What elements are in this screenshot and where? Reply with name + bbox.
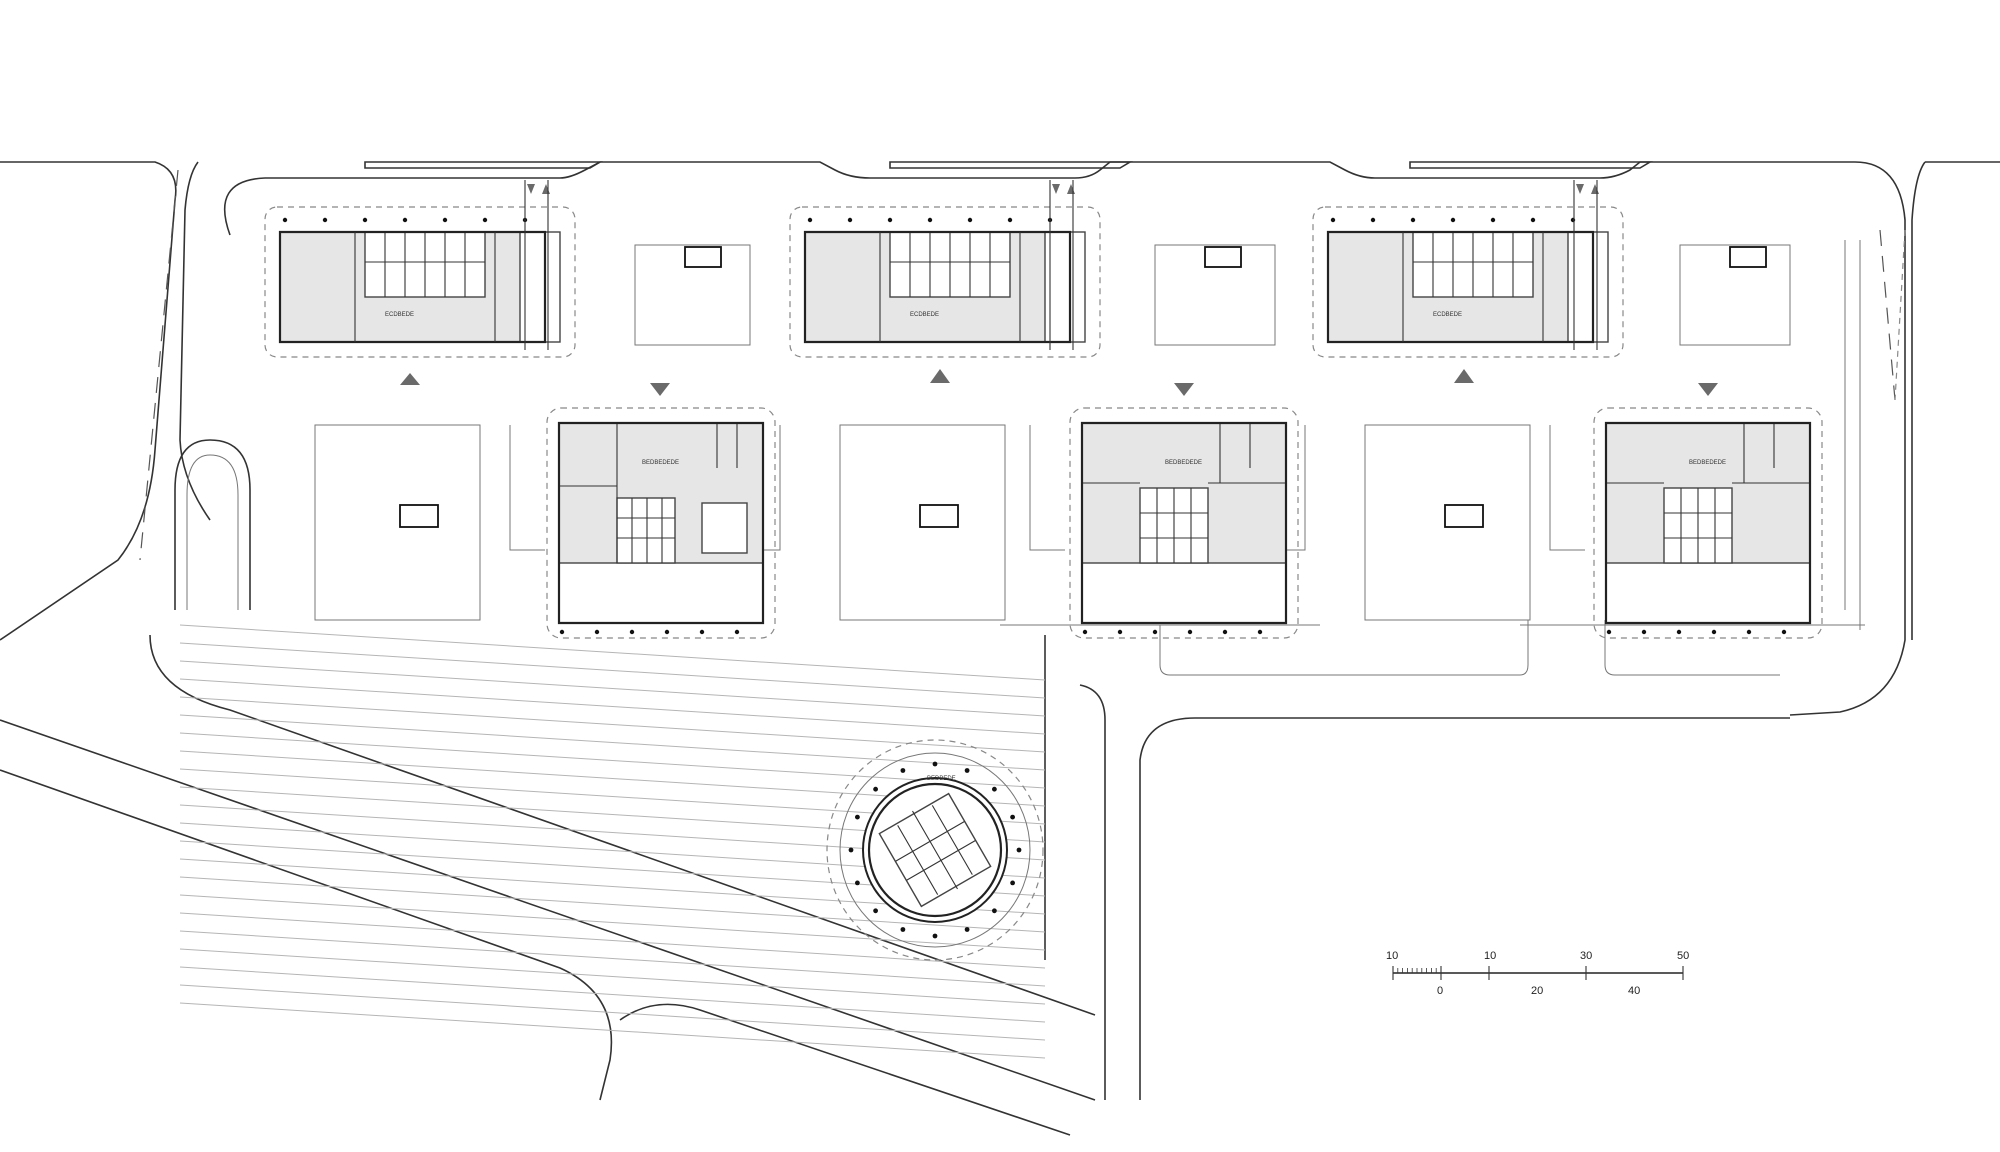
scale-label-bottom-2: 20	[1531, 985, 1543, 997]
tower-column	[855, 880, 860, 886]
north-c-label: ECDBEDE	[1433, 312, 1462, 318]
tower-column	[964, 927, 970, 932]
tower-column	[873, 908, 878, 914]
paving-line	[179, 948, 1046, 1005]
paving-line	[179, 732, 1046, 789]
north-a-label: ECDBEDE	[385, 312, 414, 318]
south-a-label: BEDBEDEDE	[642, 460, 679, 466]
road-network	[0, 161, 2000, 1136]
tower-column	[992, 908, 997, 914]
paving-line	[179, 912, 1046, 969]
paving-line	[179, 966, 1046, 1023]
arrow-up-icon	[1067, 184, 1075, 194]
scale-label-top-2: 10	[1484, 950, 1496, 962]
north-building-a: ECDBEDE	[264, 206, 576, 358]
arrow-down-icon	[527, 184, 535, 194]
tower-column	[1016, 847, 1022, 853]
arrow-up-icon	[930, 369, 950, 383]
arrow-up-icon	[1591, 184, 1599, 194]
paving-line	[179, 624, 1046, 681]
tower-column	[932, 761, 938, 767]
paving-line	[179, 714, 1046, 771]
tower-column	[932, 933, 938, 939]
tower-column	[900, 927, 906, 932]
scale-label-top-1: 10	[1386, 950, 1398, 962]
tower-column	[1010, 814, 1015, 820]
tower-column	[1010, 880, 1015, 886]
scale-label-top-3: 30	[1580, 950, 1592, 962]
north-building-b: ECDBEDE	[789, 206, 1101, 358]
arrow-up-icon	[1454, 369, 1474, 383]
circular-tower: BEDBEDE	[826, 739, 1044, 961]
arrow-up-icon	[542, 184, 550, 194]
paving-line	[179, 1002, 1046, 1059]
north-building-c: ECDBEDE	[1312, 206, 1624, 358]
south-building-c: BEDBEDEDE	[1593, 407, 1823, 639]
arrow-up-icon	[400, 373, 420, 385]
tower-column	[900, 768, 906, 773]
scale-bar: 10 10 30 50 0 20 40	[1386, 950, 1689, 997]
tower-column	[855, 814, 860, 820]
paving-line	[179, 696, 1046, 753]
arrow-down-icon	[1698, 383, 1718, 396]
arrow-down-icon	[1174, 383, 1194, 396]
paving-line	[179, 678, 1046, 735]
scale-label-top-4: 50	[1677, 950, 1689, 962]
paving-line	[179, 876, 1046, 933]
scale-label-bottom-1: 0	[1437, 985, 1443, 997]
south-b-label: BEDBEDEDE	[1165, 460, 1202, 466]
ramps	[524, 180, 1598, 350]
tower-label: BEDBEDE	[927, 776, 956, 782]
tower-column	[992, 786, 997, 792]
arrow-down-icon	[1576, 184, 1584, 194]
tower-column	[873, 786, 878, 792]
south-c-label: BEDBEDEDE	[1689, 460, 1726, 466]
entrance-arrows	[400, 184, 1718, 396]
paving-line	[179, 660, 1046, 717]
south-building-a: BEDBEDEDE	[546, 407, 776, 639]
tower-column	[964, 768, 970, 773]
paving-line	[179, 642, 1046, 699]
open-lots	[314, 240, 1861, 630]
paving-line	[179, 984, 1046, 1041]
north-b-label: ECDBEDE	[910, 312, 939, 318]
arrow-down-icon	[1052, 184, 1060, 194]
south-building-b: BEDBEDEDE	[1069, 407, 1299, 639]
lot-cores	[399, 246, 1767, 528]
scale-label-bottom-3: 40	[1628, 985, 1640, 997]
tower-column	[848, 847, 854, 853]
arrow-down-icon	[650, 383, 670, 396]
paving-line	[179, 930, 1046, 987]
